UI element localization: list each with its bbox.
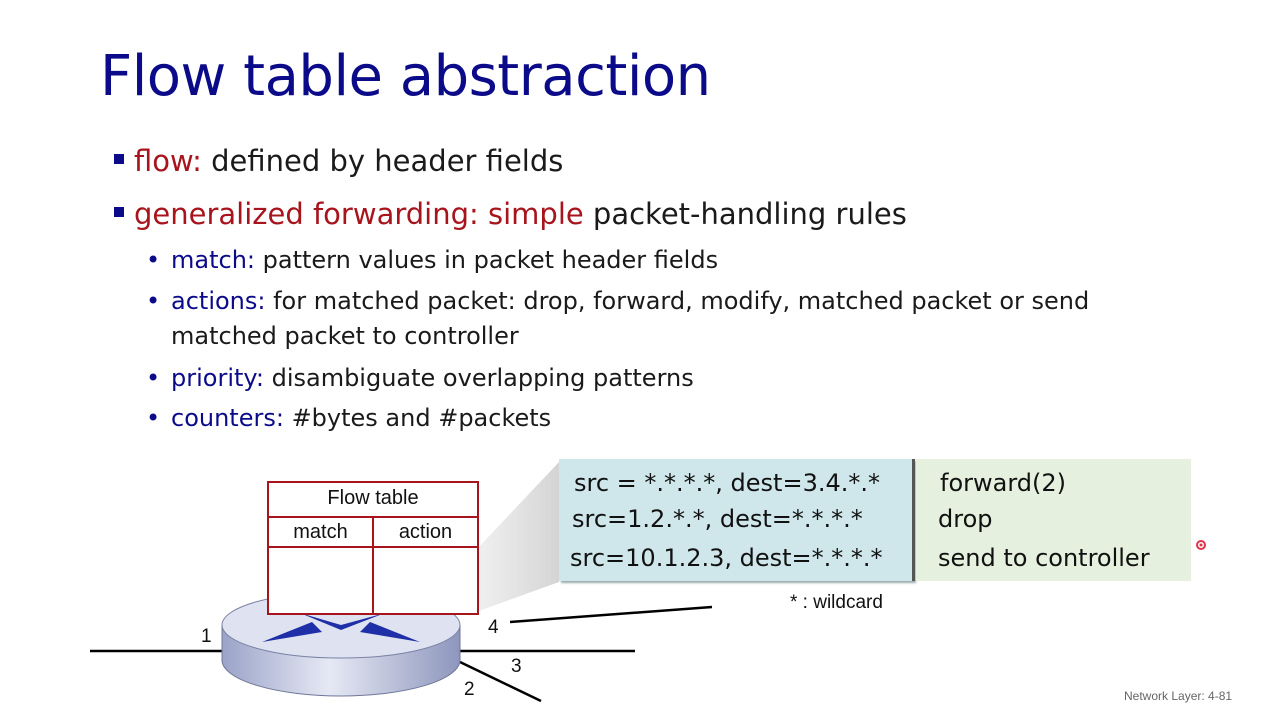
subbullet-actions: • actions: for matched packet: drop, forw… bbox=[146, 284, 1089, 354]
router-body bbox=[221, 624, 461, 697]
flow-table-col-action: action bbox=[374, 518, 477, 548]
slide-title: Flow table abstraction bbox=[100, 44, 711, 109]
bullet-key: generalized forwarding: simple bbox=[134, 197, 584, 231]
rules-divider bbox=[912, 459, 915, 581]
subbullet-counters: • counters: #bytes and #packets bbox=[146, 401, 551, 436]
flow-table-separator bbox=[372, 516, 374, 613]
port-label-2: 2 bbox=[464, 679, 475, 700]
subbullet-key: counters: bbox=[171, 404, 284, 432]
rules-action-panel bbox=[916, 459, 1191, 581]
dot-bullet-icon: • bbox=[146, 364, 161, 392]
router-arrow-icon bbox=[360, 622, 420, 642]
rule-match: src = *.*.*.*, dest=3.4.*.* bbox=[574, 469, 880, 497]
router-arrow-icon bbox=[262, 622, 322, 642]
slide-footer: Network Layer: 4-81 bbox=[1124, 689, 1233, 703]
rule-match: src=10.1.2.3, dest=*.*.*.* bbox=[570, 544, 883, 572]
dot-bullet-icon: • bbox=[146, 404, 161, 432]
square-bullet-icon bbox=[114, 207, 124, 217]
dot-bullet-icon: • bbox=[146, 246, 161, 274]
port-label-1: 1 bbox=[201, 626, 212, 647]
port-label-4: 4 bbox=[488, 617, 499, 638]
rule-action: drop bbox=[938, 505, 993, 533]
subbullet-text: for matched packet: drop, forward, modif… bbox=[265, 287, 1090, 315]
subbullet-text: disambiguate overlapping patterns bbox=[263, 364, 694, 392]
subbullet-key: priority: bbox=[171, 364, 264, 392]
pointer-dot-icon bbox=[1196, 540, 1206, 550]
router-arrow-icon bbox=[300, 613, 385, 630]
subbullet-match: • match: pattern values in packet header … bbox=[146, 243, 718, 278]
subbullet-priority: • priority: disambiguate overlapping patt… bbox=[146, 361, 694, 396]
rules-match-panel bbox=[559, 459, 914, 581]
flow-table: Flow table match action bbox=[267, 481, 479, 615]
subbullet-key: match: bbox=[171, 246, 255, 274]
rule-match: src=1.2.*.*, dest=*.*.*.* bbox=[572, 505, 863, 533]
subbullet-key: actions: bbox=[171, 287, 266, 315]
dot-bullet-icon: • bbox=[146, 287, 161, 315]
pointer-dot-center bbox=[1199, 543, 1203, 547]
bullet-key: flow: bbox=[134, 144, 202, 178]
wildcard-note: * : wildcard bbox=[790, 592, 883, 613]
rule-action: forward(2) bbox=[940, 469, 1067, 497]
subbullet-text: #bytes and #packets bbox=[283, 404, 552, 432]
flow-table-title: Flow table bbox=[269, 483, 477, 518]
flow-table-col-match: match bbox=[269, 518, 372, 548]
bullet-text: defined by header fields bbox=[201, 144, 564, 178]
link-port-4 bbox=[509, 605, 713, 624]
bullet-flow: flow: defined by header fields bbox=[114, 144, 563, 178]
callout-connector bbox=[476, 462, 559, 612]
bullet-generalized-forwarding: generalized forwarding: simple packet-ha… bbox=[114, 197, 907, 231]
port-label-3: 3 bbox=[511, 656, 522, 677]
subbullet-continuation: matched packet to controller bbox=[171, 322, 519, 350]
subbullet-text: pattern values in packet header fields bbox=[255, 246, 719, 274]
square-bullet-icon bbox=[114, 154, 124, 164]
rule-action: send to controller bbox=[938, 544, 1150, 572]
bullet-text: packet-handling rules bbox=[583, 197, 907, 231]
